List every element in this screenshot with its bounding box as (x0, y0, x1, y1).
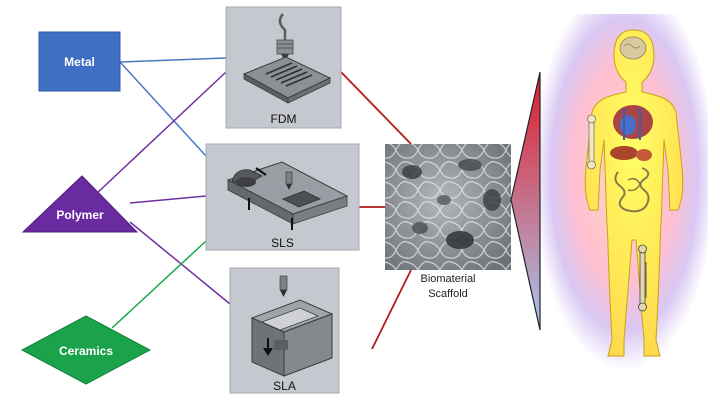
sla-label: SLA (273, 379, 296, 393)
projection-wedge (510, 71, 541, 331)
stomach-icon (636, 149, 652, 161)
metal-square (38, 31, 121, 92)
connection-lines (94, 57, 412, 350)
fdm-label: FDM (271, 112, 297, 126)
link-fdm-scaffold (340, 71, 412, 145)
heart-icon (620, 115, 636, 135)
link-ceramics-sls (111, 240, 207, 329)
ceramics-label: Ceramics (59, 344, 113, 358)
link-polymer-sla (129, 221, 231, 305)
metal-label: Metal (64, 55, 95, 69)
material-polymer: Polymer (21, 175, 139, 233)
sls-printer-illustration (226, 161, 349, 230)
leg-bone-icon (638, 244, 647, 312)
link-polymer-sls (129, 195, 207, 204)
arm-bone-icon (587, 114, 596, 170)
link-polymer-fdm (94, 71, 227, 196)
link-metal-sls (119, 61, 207, 157)
body-silhouette (584, 29, 684, 357)
link-metal-fdm (119, 57, 227, 63)
process-sla: SLA (229, 267, 340, 394)
material-metal: Metal (38, 31, 121, 92)
brain-icon (619, 36, 647, 60)
human-body-illustration (541, 14, 708, 371)
polymer-triangle (21, 175, 139, 233)
process-fdm: FDM (225, 6, 342, 129)
material-ceramics: Ceramics (20, 315, 152, 385)
sla-printer-illustration (250, 275, 334, 377)
scaffold-label-line1: Biomaterial (420, 273, 475, 285)
process-sls: SLS (205, 143, 360, 251)
liver-icon (610, 146, 638, 160)
scaffold-pores (402, 159, 501, 249)
sls-label: SLS (271, 236, 294, 250)
intestines-icon (614, 167, 650, 213)
scaffold-label-line2: Scaffold (428, 288, 468, 300)
biomaterial-scaffold: Biomaterial Scaffold (385, 144, 511, 300)
fdm-printer-illustration (242, 13, 332, 104)
ceramics-diamond (20, 315, 152, 385)
link-sla-scaffold (371, 269, 412, 350)
polymer-label: Polymer (56, 208, 104, 222)
